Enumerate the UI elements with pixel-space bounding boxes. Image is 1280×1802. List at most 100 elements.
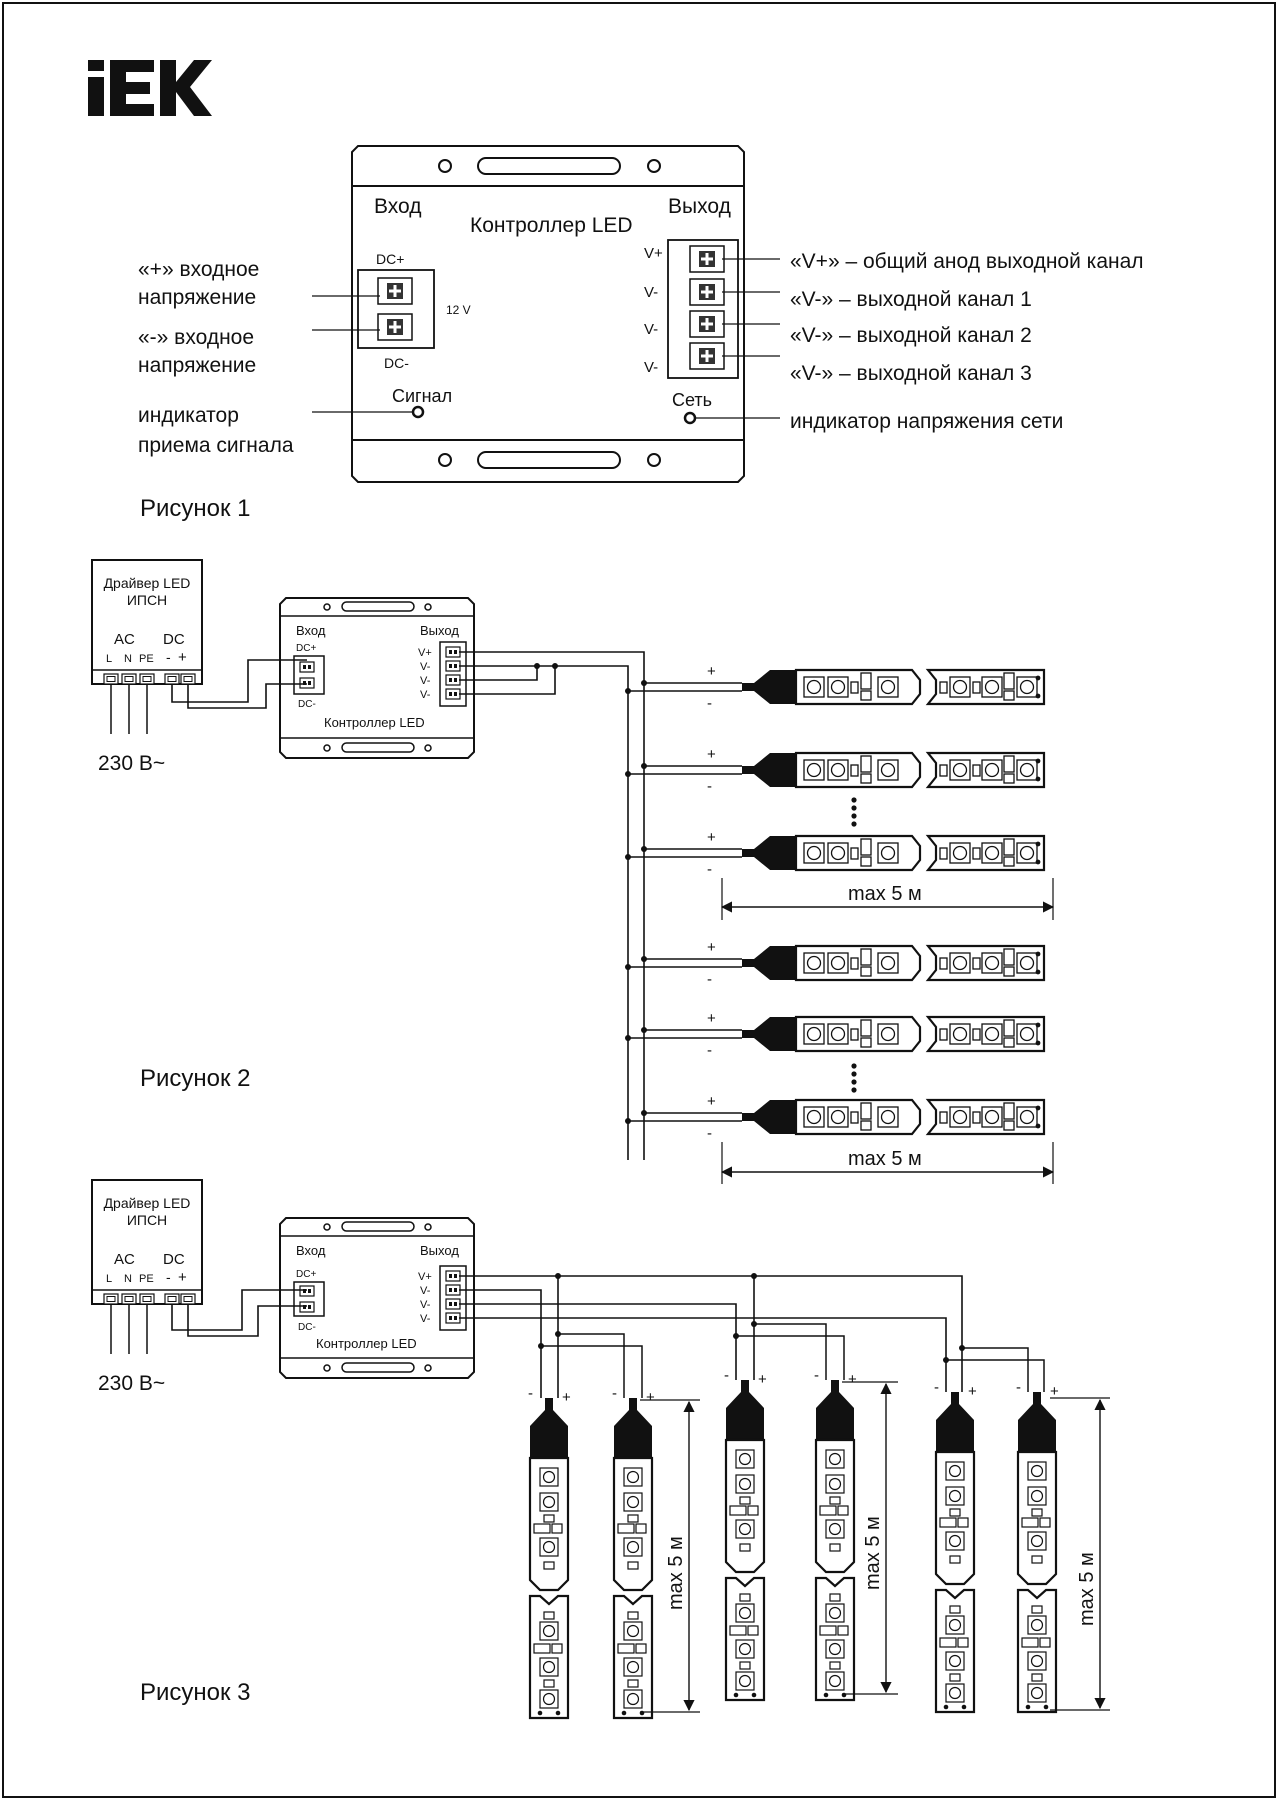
led-strip (530, 1398, 568, 1718)
driver-title: Драйвер LED (104, 575, 191, 591)
driver-terminal-l: L (106, 1273, 112, 1285)
driver-terminal-plus: + (178, 649, 187, 666)
plus-label: + (968, 1383, 977, 1400)
figure-1: Вход Выход Контроллер LED DC+ DC- 12 V С… (138, 145, 1144, 522)
fig1-signal-label: Сигнал (392, 386, 452, 406)
minus-label: - (707, 778, 712, 795)
continuation-dots (851, 1063, 857, 1093)
minus-label: - (707, 971, 712, 988)
note-plus-input: «+» входное (138, 258, 259, 281)
minus-label: - (1016, 1379, 1021, 1396)
note-channel-3: «V-» – выходной канал 3 (790, 362, 1032, 385)
fig1-input-header: Вход (374, 195, 422, 218)
minus-label: - (528, 1385, 533, 1402)
minus-label: - (707, 695, 712, 712)
led-strip (614, 1398, 652, 1718)
ctrl3-input-header: Вход (296, 1243, 326, 1258)
driver-subtitle: ИПСН (127, 592, 167, 608)
plus-label: + (707, 939, 716, 956)
fig1-out-label: V+ (644, 245, 663, 262)
led-strip (816, 1380, 854, 1700)
max-length-label: max 5 м (665, 1536, 687, 1610)
plus-label: + (707, 829, 716, 846)
ctrl3-out-label: V- (420, 1285, 431, 1297)
fig1-out-label: V- (644, 284, 658, 301)
note-minus-input: «-» входное (138, 326, 254, 349)
minus-label: - (612, 1385, 617, 1402)
strip-row: + - (625, 1093, 1044, 1142)
ctrl2-out-label: V- (420, 689, 431, 701)
driver-terminal-plus: + (178, 1269, 187, 1286)
fig1-out-label: V- (644, 321, 658, 338)
max-length-label: max 5 м (848, 883, 922, 905)
figure-2: Драйвер LED ИПСН AC DC L N PE - + 230 В~… (91, 559, 1055, 1184)
plus-label: + (707, 1093, 716, 1110)
fig1-network-label: Сеть (672, 390, 712, 410)
minus-label: - (814, 1367, 819, 1384)
driver-ac: AC (114, 631, 135, 648)
strip-row: + - (625, 746, 1044, 795)
minus-label: - (724, 1367, 729, 1384)
ctrl3-dc-minus: DC- (298, 1322, 316, 1333)
ctrl3-out-label: V+ (418, 1271, 432, 1283)
plus-label: + (758, 1371, 767, 1388)
note-minus-input: напряжение (138, 354, 256, 377)
fig1-out-label: V- (644, 359, 658, 376)
max-length-label: max 5 м (1076, 1552, 1098, 1626)
note-channel-1: «V-» – выходной канал 1 (790, 288, 1032, 311)
fig1-dc-minus: DC- (384, 355, 409, 371)
driver-terminal-n: N (124, 1273, 132, 1285)
minus-label: - (707, 861, 712, 878)
note-plus-input: напряжение (138, 286, 256, 309)
fig1-controller-title: Контроллер LED (470, 214, 633, 237)
plus-label: + (848, 1371, 857, 1388)
ctrl2-dc-minus: DC- (298, 699, 316, 710)
led-strip (1018, 1392, 1056, 1712)
plus-label: + (562, 1389, 571, 1406)
driver-subtitle: ИПСН (127, 1212, 167, 1228)
ctrl2-output-header: Выход (420, 623, 459, 638)
minus-label: - (934, 1379, 939, 1396)
fig1-caption: Рисунок 1 (140, 495, 251, 522)
ctrl3-output-header: Выход (420, 1243, 459, 1258)
ctrl2-dc-plus: DC+ (296, 643, 316, 654)
driver-terminal-pe: PE (139, 653, 154, 665)
driver-terminal-pe: PE (139, 1273, 154, 1285)
ctrl3-title: Контроллер LED (316, 1336, 417, 1351)
ctrl2-out-label: V+ (418, 647, 432, 659)
minus-label: - (707, 1125, 712, 1142)
driver-terminal-n: N (124, 653, 132, 665)
mains-voltage: 230 В~ (98, 752, 165, 775)
ctrl2-title: Контроллер LED (324, 715, 425, 730)
plus-label: + (707, 1010, 716, 1027)
continuation-dots (851, 797, 857, 827)
iek-logo-icon (88, 60, 212, 116)
driver-terminal-minus: - (166, 649, 171, 665)
strip-row: + - (625, 829, 1044, 878)
ctrl2-out-label: V- (420, 675, 431, 687)
driver-title: Драйвер LED (104, 1195, 191, 1211)
note-signal-indicator: индикатор (138, 404, 239, 427)
driver-dc: DC (163, 1251, 185, 1268)
fig1-voltage: 12 V (446, 303, 471, 317)
led-strip (726, 1380, 764, 1700)
strip-row: + - (625, 939, 1044, 988)
driver-ac: AC (114, 1251, 135, 1268)
led-strip (936, 1392, 974, 1712)
plus-label: + (1050, 1383, 1059, 1400)
fig3-caption: Рисунок 3 (140, 1679, 251, 1706)
note-network-indicator: индикатор напряжения сети (790, 410, 1063, 433)
strip-row: + - (625, 663, 1044, 712)
fig1-output-header: Выход (668, 195, 731, 218)
fig2-caption: Рисунок 2 (140, 1065, 251, 1092)
ctrl3-dc-plus: DC+ (296, 1269, 316, 1280)
plus-label: + (707, 746, 716, 763)
driver-terminal-l: L (106, 653, 112, 665)
driver-terminal-minus: - (166, 1269, 171, 1285)
ctrl2-input-header: Вход (296, 623, 326, 638)
ctrl3-out-label: V- (420, 1313, 431, 1325)
max-length-label: max 5 м (848, 1148, 922, 1170)
ctrl2-out-label: V- (420, 661, 431, 673)
minus-label: - (707, 1042, 712, 1059)
